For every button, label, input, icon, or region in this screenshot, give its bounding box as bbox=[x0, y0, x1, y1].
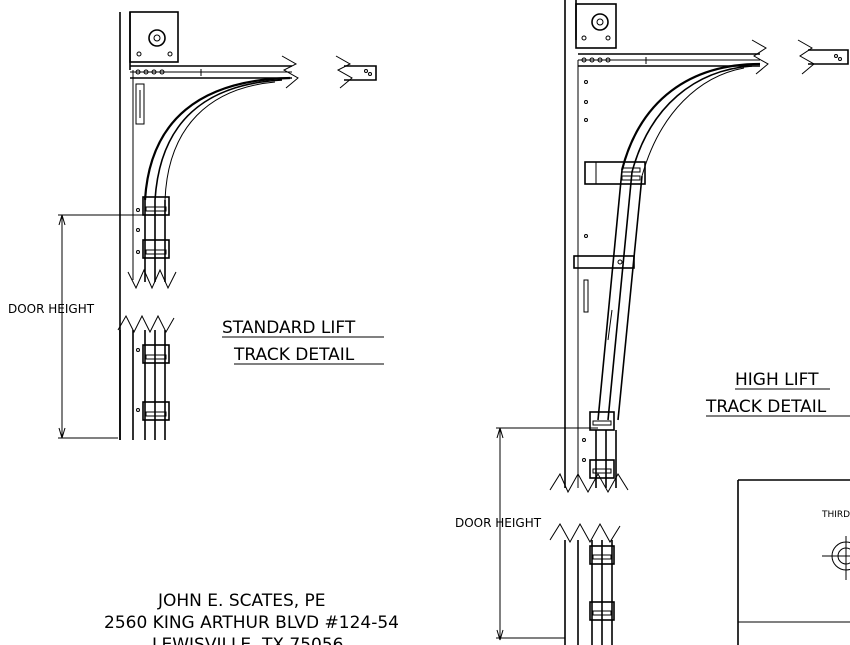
inset-third-label: THIRD bbox=[821, 510, 850, 520]
high-lift-title-line1: HIGH LIFT bbox=[735, 370, 819, 390]
engineer-stamp-text: JOHN E. SCATES, PE 2560 KING ARTHUR BLVD… bbox=[104, 591, 399, 645]
engineer-name: JOHN E. SCATES, PE bbox=[157, 591, 326, 611]
third-detail-inset bbox=[737, 479, 850, 645]
door-height-label-left: DOOR HEIGHT bbox=[8, 302, 95, 316]
door-height-label-right: DOOR HEIGHT bbox=[455, 516, 542, 530]
standard-lift-drawing bbox=[58, 11, 377, 440]
high-lift-title-line2: TRACK DETAIL bbox=[705, 397, 827, 417]
standard-lift-title-line2: TRACK DETAIL bbox=[233, 345, 355, 365]
standard-lift-title-line1: STANDARD LIFT bbox=[222, 318, 356, 338]
high-lift-drawing bbox=[496, 0, 849, 645]
engineer-address-2: LEWISVILLE, TX 75056 bbox=[152, 635, 343, 645]
engineer-address-1: 2560 KING ARTHUR BLVD #124-54 bbox=[104, 613, 399, 633]
